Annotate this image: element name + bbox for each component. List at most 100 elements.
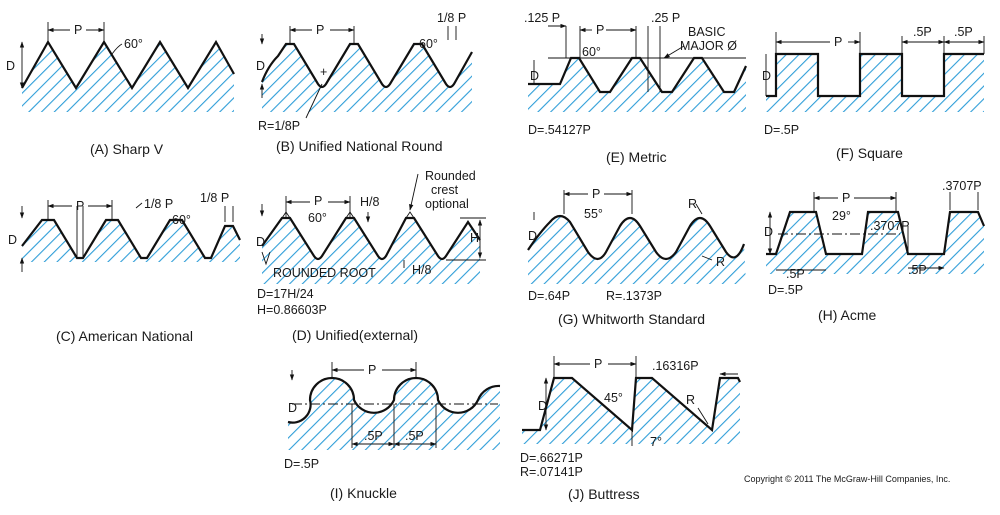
panel-metric: P .125 P .25 P BASIC MAJOR Ø 60° D D=.54… bbox=[524, 11, 747, 165]
pitch-label: P bbox=[314, 194, 322, 208]
pitch-label: P bbox=[842, 191, 850, 205]
thread-hatch-e bbox=[528, 58, 746, 112]
thread-profile-a bbox=[21, 39, 235, 91]
angle-label: 55° bbox=[584, 207, 603, 221]
panel-unified-external: P 60° H/8 Rounded crest optional H H/8 D… bbox=[256, 169, 486, 343]
pitch-label: P bbox=[316, 23, 324, 37]
thread-hatch-f bbox=[766, 54, 984, 112]
radius-label: R bbox=[686, 393, 695, 407]
major-dia-label: MAJOR Ø bbox=[680, 39, 737, 53]
panel-whitworth: P 55° R R D D=.64P R=.1373P (G) Whitwort… bbox=[527, 187, 746, 327]
note-line-1: Rounded bbox=[425, 169, 476, 183]
depth-label: D bbox=[6, 59, 15, 73]
width-label-2: .5P bbox=[405, 429, 424, 443]
panel-square: P .5P .5P D D=.5P (F) Square bbox=[762, 25, 985, 161]
radius-label-root: R bbox=[716, 255, 725, 269]
formula-d: D=.5P bbox=[764, 123, 799, 137]
caption-a: (A) Sharp V bbox=[90, 141, 164, 157]
caption-h: (H) Acme bbox=[818, 307, 877, 323]
copyright-notice: Copyright © 2011 The McGraw-Hill Compani… bbox=[744, 474, 950, 484]
panel-acme: P 29° .3707P .3707P .5P .5P D D=.5P (H) … bbox=[764, 179, 986, 323]
width-label-1: .3707P bbox=[870, 219, 910, 233]
angle-label: 60° bbox=[172, 213, 191, 227]
thread-hatch-a bbox=[22, 42, 234, 112]
caption-g: (G) Whitworth Standard bbox=[558, 311, 705, 327]
caption-j: (J) Buttress bbox=[568, 486, 640, 502]
caption-f: (F) Square bbox=[836, 145, 903, 161]
radius-label-top: R bbox=[688, 197, 697, 211]
width-label-3: .5P bbox=[908, 263, 927, 277]
center-mark: + bbox=[320, 65, 327, 79]
thread-hatch-j bbox=[522, 378, 740, 444]
depth-label: D bbox=[288, 401, 297, 415]
thread-hatch-h bbox=[766, 212, 984, 274]
flat-width-label: .16316P bbox=[652, 359, 699, 373]
pitch-label: P bbox=[74, 23, 82, 37]
formula-d: D=.54127P bbox=[528, 123, 591, 137]
formula-h: H=0.86603P bbox=[257, 303, 327, 317]
caption-i: (I) Knuckle bbox=[330, 485, 397, 501]
depth-label: D bbox=[256, 235, 265, 249]
formula-r: R=.07141P bbox=[520, 465, 583, 479]
angle-label: 29° bbox=[832, 209, 851, 223]
thread-profile-i bbox=[287, 376, 501, 424]
width-label-2: .5P bbox=[954, 25, 973, 39]
note-line-3: optional bbox=[425, 197, 469, 211]
thread-profile-f bbox=[766, 52, 984, 98]
flat-label-2: 1/8 P bbox=[200, 191, 229, 205]
thread-hatch-g bbox=[528, 216, 746, 284]
flat-label: 1/8 P bbox=[437, 11, 466, 25]
formula-d: D=.5P bbox=[768, 283, 803, 297]
panel-unified-national-round: P 60° 1/8 P D + R=1/8P (B) Unified Natio… bbox=[256, 11, 473, 154]
crest-width-label: .125 P bbox=[524, 11, 560, 25]
thread-profile-g bbox=[527, 214, 746, 261]
angle-label-45: 45° bbox=[604, 391, 623, 405]
radius-label: R=1/8P bbox=[258, 119, 300, 133]
thread-profile-h bbox=[766, 210, 986, 256]
depth-label: D bbox=[762, 69, 771, 83]
formula-d: D=17H/24 bbox=[257, 287, 314, 301]
thread-hatch-c bbox=[22, 220, 240, 262]
thread-hatch-d bbox=[262, 218, 480, 284]
h8-label-top: H/8 bbox=[360, 195, 380, 209]
width-label-4: .5P bbox=[786, 267, 805, 281]
angle-label: 60° bbox=[582, 45, 601, 59]
thread-profile-b bbox=[260, 42, 473, 89]
thread-profile-c bbox=[21, 218, 241, 260]
formula-d: D=.5P bbox=[284, 457, 319, 471]
formula-d: D=.64P bbox=[528, 289, 570, 303]
width-label-1: .5P bbox=[913, 25, 932, 39]
depth-label: D bbox=[8, 233, 17, 247]
note-line-2: crest bbox=[431, 183, 459, 197]
panel-sharp-v: P 60° D (A) Sharp V bbox=[6, 22, 235, 157]
h8-label-bottom: H/8 bbox=[412, 263, 432, 277]
pitch-label: P bbox=[368, 363, 376, 377]
angle-label: 60° bbox=[308, 211, 327, 225]
width-label-1: .5P bbox=[364, 429, 383, 443]
angle-label: 60° bbox=[124, 37, 143, 51]
depth-label: D bbox=[538, 399, 547, 413]
angle-label-7: 7° bbox=[650, 435, 662, 449]
caption-c: (C) American National bbox=[56, 328, 193, 344]
basic-label: BASIC bbox=[688, 25, 726, 39]
panel-buttress: P 45° 7° R .16316P D D=.66271P R=.07141P… bbox=[520, 356, 741, 502]
pitch-label: P bbox=[834, 35, 842, 49]
panel-american-national: P 1/8 P 60° 1/8 P D (C) American Nationa… bbox=[8, 191, 241, 344]
h-label: H bbox=[470, 231, 479, 245]
formula-d: D=.66271P bbox=[520, 451, 583, 465]
thread-profile-d bbox=[261, 216, 481, 261]
pitch-label: P bbox=[592, 187, 600, 201]
pitch-label: P bbox=[76, 199, 84, 213]
caption-d: (D) Unified(external) bbox=[292, 327, 418, 343]
root-width-label: .25 P bbox=[651, 11, 680, 25]
depth-label: D bbox=[764, 225, 773, 239]
flat-label-1: 1/8 P bbox=[144, 197, 173, 211]
thread-hatch-b bbox=[262, 44, 472, 112]
angle-label: 60° bbox=[419, 37, 438, 51]
depth-label: D bbox=[528, 229, 537, 243]
pitch-label: P bbox=[594, 357, 602, 371]
caption-e: (E) Metric bbox=[606, 149, 667, 165]
rounded-root-label: ROUNDED ROOT bbox=[273, 266, 376, 280]
caption-b: (B) Unified National Round bbox=[276, 138, 443, 154]
